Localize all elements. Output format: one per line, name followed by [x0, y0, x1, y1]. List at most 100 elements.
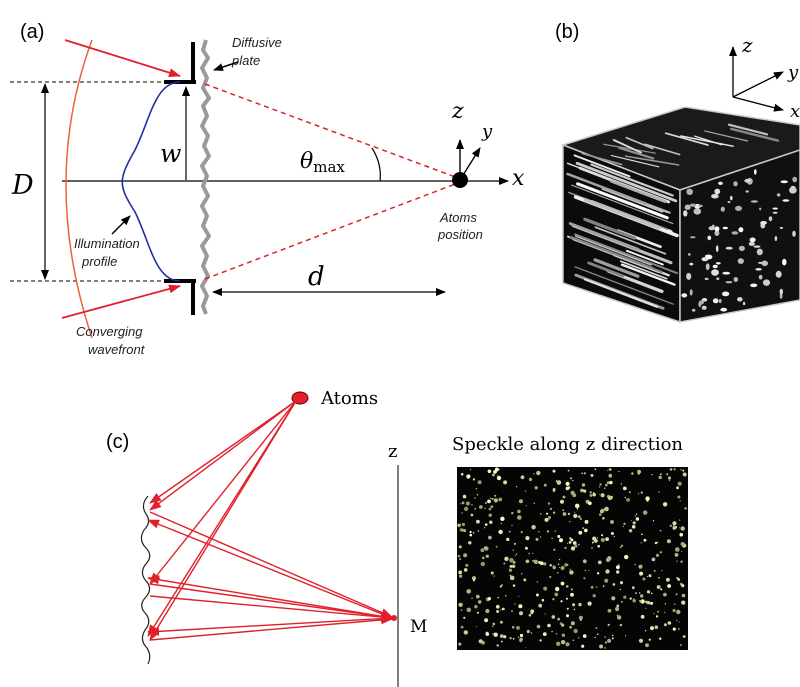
speckle-blob — [715, 262, 721, 265]
ray-m-to-surface-2 — [147, 575, 393, 619]
speckle-grain — [681, 593, 686, 598]
speckle-grain — [518, 499, 523, 504]
speckle-grain — [579, 517, 583, 521]
speckle-grain — [492, 633, 494, 635]
speckle-grain — [530, 609, 535, 614]
ray-atoms-to-surface-1 — [149, 400, 297, 504]
speckle-grain — [565, 486, 570, 491]
speckle-grain — [564, 563, 568, 567]
speckle-grain — [469, 468, 472, 471]
speckle-grain — [591, 541, 594, 544]
speckle-grain — [525, 536, 530, 541]
speckle-grain — [673, 468, 676, 471]
speckle-grain — [569, 521, 571, 523]
speckle-grain — [578, 615, 583, 620]
speckle-blob — [779, 288, 783, 295]
speckle-grain — [570, 621, 575, 626]
speckle-grain — [523, 578, 527, 582]
speckle-streak — [576, 182, 669, 220]
speckle-grain — [560, 565, 565, 571]
speckle-grain — [631, 472, 634, 475]
speckle-grain — [604, 636, 606, 638]
speckle-grain — [555, 480, 558, 482]
speckle-grain — [680, 560, 683, 563]
speckle-streak — [574, 266, 674, 305]
ray-atoms-to-surface-5 — [147, 400, 297, 637]
speckle-grain — [466, 607, 472, 613]
speckle-grain — [651, 557, 656, 562]
speckle-grain — [504, 556, 509, 561]
speckle-grain — [500, 585, 503, 587]
speckle-grain — [626, 498, 630, 502]
speckle-grain — [664, 611, 666, 613]
speckle-grain — [496, 610, 500, 613]
speckle-streak — [593, 258, 640, 278]
speckle-blob — [774, 236, 778, 241]
speckle-grain — [512, 584, 516, 587]
speckle-grain — [500, 640, 503, 643]
speckle-blob — [718, 298, 722, 304]
speckle-blob — [698, 300, 704, 305]
speckle-blob — [779, 226, 784, 229]
speckle-grain — [597, 560, 602, 565]
speckle-grain — [503, 480, 508, 485]
speckle-streak — [618, 146, 655, 160]
speckle-blob — [690, 236, 696, 239]
speckle-grain — [646, 590, 651, 594]
panel-a: (a) D w θmax d — [10, 21, 525, 357]
speckle-grain — [509, 565, 513, 568]
speckle-grain — [557, 572, 559, 574]
speckle-grain — [667, 476, 672, 480]
speckle-grain — [524, 490, 527, 492]
speckle-blob — [698, 204, 703, 208]
speckle-blob — [758, 274, 763, 280]
speckle-grain — [517, 509, 521, 514]
speckle-blob — [749, 237, 756, 243]
speckle-streak — [571, 184, 674, 225]
speckle-grain — [525, 647, 527, 649]
atoms-y-label: y — [481, 121, 493, 142]
ray-surface-to-m-2 — [149, 583, 393, 621]
speckle-grain — [514, 554, 516, 557]
speckle-grain — [634, 563, 636, 566]
diffusive-plate — [200, 39, 211, 315]
speckle-grain — [643, 510, 648, 515]
speckle-grain — [498, 529, 503, 535]
speckle-title: Speckle along z direction — [452, 434, 683, 455]
speckle-grain — [559, 622, 563, 625]
atoms-position-line1: Atoms — [439, 210, 477, 225]
speckle-blob — [731, 231, 739, 235]
speckle-grain — [659, 529, 662, 532]
speckle-grain — [459, 558, 462, 561]
speckle-grain — [554, 592, 559, 597]
speckle-streak — [610, 179, 667, 203]
speckle-grain — [547, 623, 551, 628]
speckle-grain — [520, 531, 523, 534]
speckle-grain — [561, 640, 566, 645]
speckle-blob — [737, 297, 743, 302]
speckle-grain — [619, 546, 622, 549]
speckle-grain — [532, 560, 534, 562]
speckle-streak — [566, 172, 647, 205]
speckle-grain — [465, 563, 469, 567]
speckle-blob — [686, 188, 693, 195]
speckle-grain — [596, 572, 600, 575]
speckle-grain — [648, 638, 651, 641]
panel-a-label: (a) — [20, 21, 44, 43]
speckle-grain — [641, 533, 643, 536]
speckle-grain — [471, 504, 473, 506]
speckle-grain — [677, 495, 681, 499]
speckle-grain — [658, 577, 660, 579]
speckle-grain — [681, 551, 683, 553]
speckle-grain — [668, 479, 671, 481]
speckle-grain — [543, 562, 547, 566]
speckle-grain — [629, 597, 632, 600]
illumination-line1: Illumination — [74, 236, 140, 251]
speckle-grain — [578, 543, 580, 546]
speckle-blob — [792, 230, 796, 237]
speckle-grain — [664, 603, 667, 605]
speckle-grain — [597, 544, 600, 548]
speckle-grain — [588, 569, 590, 571]
speckle-grain — [498, 497, 503, 502]
speckle-blob — [755, 268, 762, 271]
